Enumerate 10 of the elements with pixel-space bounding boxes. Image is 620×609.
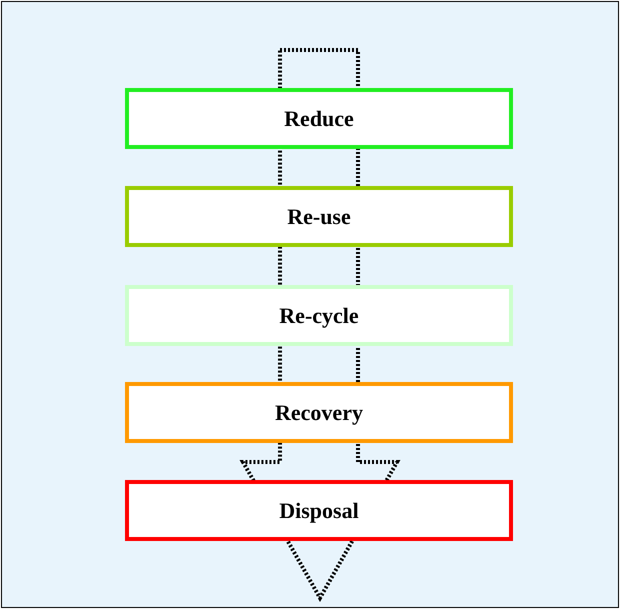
step-label: Disposal xyxy=(279,498,359,524)
step-label: Recovery xyxy=(275,400,363,426)
process-box xyxy=(125,88,513,149)
step-label: Re-cycle xyxy=(279,302,359,328)
step-label: Re-use xyxy=(287,204,351,230)
process-box xyxy=(125,285,513,346)
process-box xyxy=(125,480,513,541)
step-label: Reduce xyxy=(284,106,354,132)
process-box xyxy=(125,186,513,247)
process-box xyxy=(125,382,513,443)
